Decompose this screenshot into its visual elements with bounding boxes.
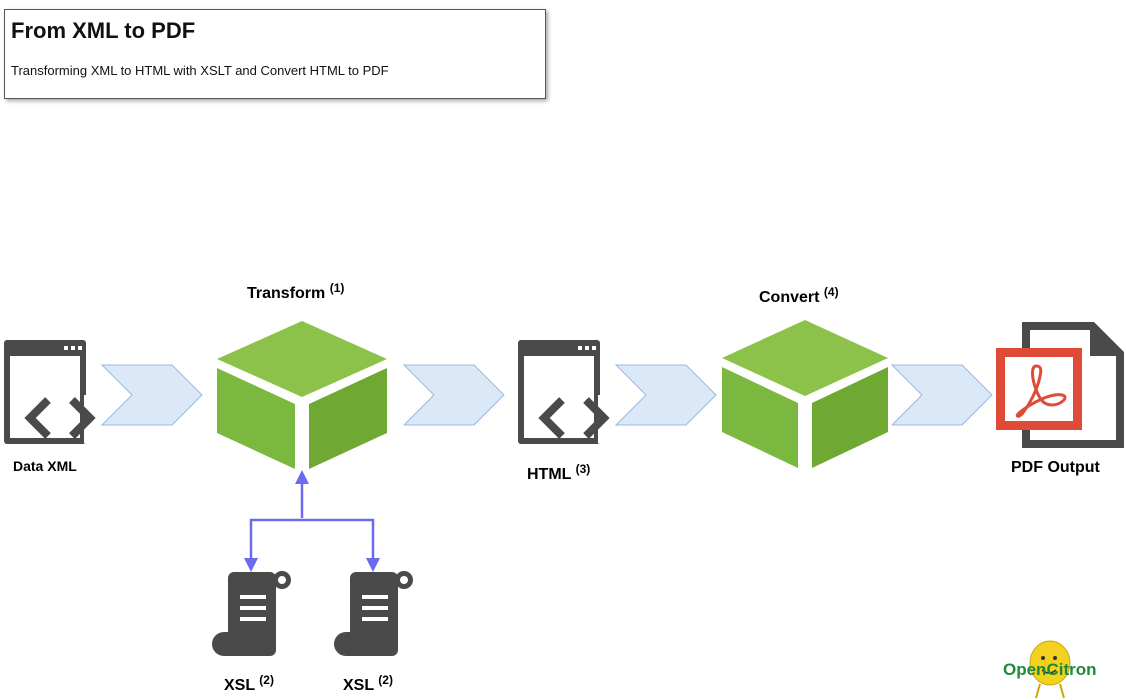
html-label-text: HTML: [527, 466, 572, 483]
flow-arrow-4: [890, 364, 993, 426]
xsl-label-a: XSL (2): [224, 673, 274, 695]
xsl-label-a-text: XSL: [224, 677, 255, 694]
title-box: From XML to PDF Transforming XML to HTML…: [4, 9, 546, 99]
connector-arrowhead-left: [244, 558, 258, 572]
scroll-icon: [212, 571, 291, 656]
data-xml-label: Data XML: [13, 458, 77, 474]
opencitron-lemon-icon: [1029, 640, 1071, 699]
scroll-icon: [334, 571, 413, 656]
connector-arrowhead-right: [366, 558, 380, 572]
pdf-output-label: PDF Output: [1011, 459, 1100, 477]
xsl-note-a: (2): [259, 673, 274, 687]
xsl-note-b: (2): [378, 673, 393, 687]
page-title: From XML to PDF: [11, 18, 196, 43]
convert-cube-icon: [722, 320, 888, 468]
html-note: (3): [575, 462, 591, 476]
convert-note: (4): [823, 285, 839, 299]
opencitron-logo-text: OpenCitron: [1003, 660, 1097, 679]
data-xml-label-text: Data XML: [13, 458, 77, 474]
xsl-label-b-text: XSL: [343, 677, 374, 694]
transform-label: Transform (1): [247, 281, 344, 303]
xsl-connector: [249, 482, 375, 562]
transform-note: (1): [329, 281, 345, 295]
xml-document-icon: [4, 340, 98, 444]
pdf-output-label-text: PDF Output: [1011, 459, 1100, 476]
transform-cube-icon: [217, 321, 387, 469]
connector-arrowhead-up: [295, 470, 309, 484]
transform-label-text: Transform: [247, 285, 326, 302]
flow-arrow-1: [100, 364, 203, 426]
pdf-file-icon: [996, 322, 1124, 448]
xsl-label-b: XSL (2): [343, 673, 393, 695]
flow-arrow-3: [614, 364, 717, 426]
html-label: HTML (3): [527, 462, 590, 484]
flow-arrow-2: [402, 364, 505, 426]
convert-label: Convert (4): [759, 285, 839, 307]
convert-label-text: Convert: [759, 289, 820, 306]
html-document-icon: [518, 340, 612, 444]
page-subtitle: Transforming XML to HTML with XSLT and C…: [11, 63, 389, 78]
